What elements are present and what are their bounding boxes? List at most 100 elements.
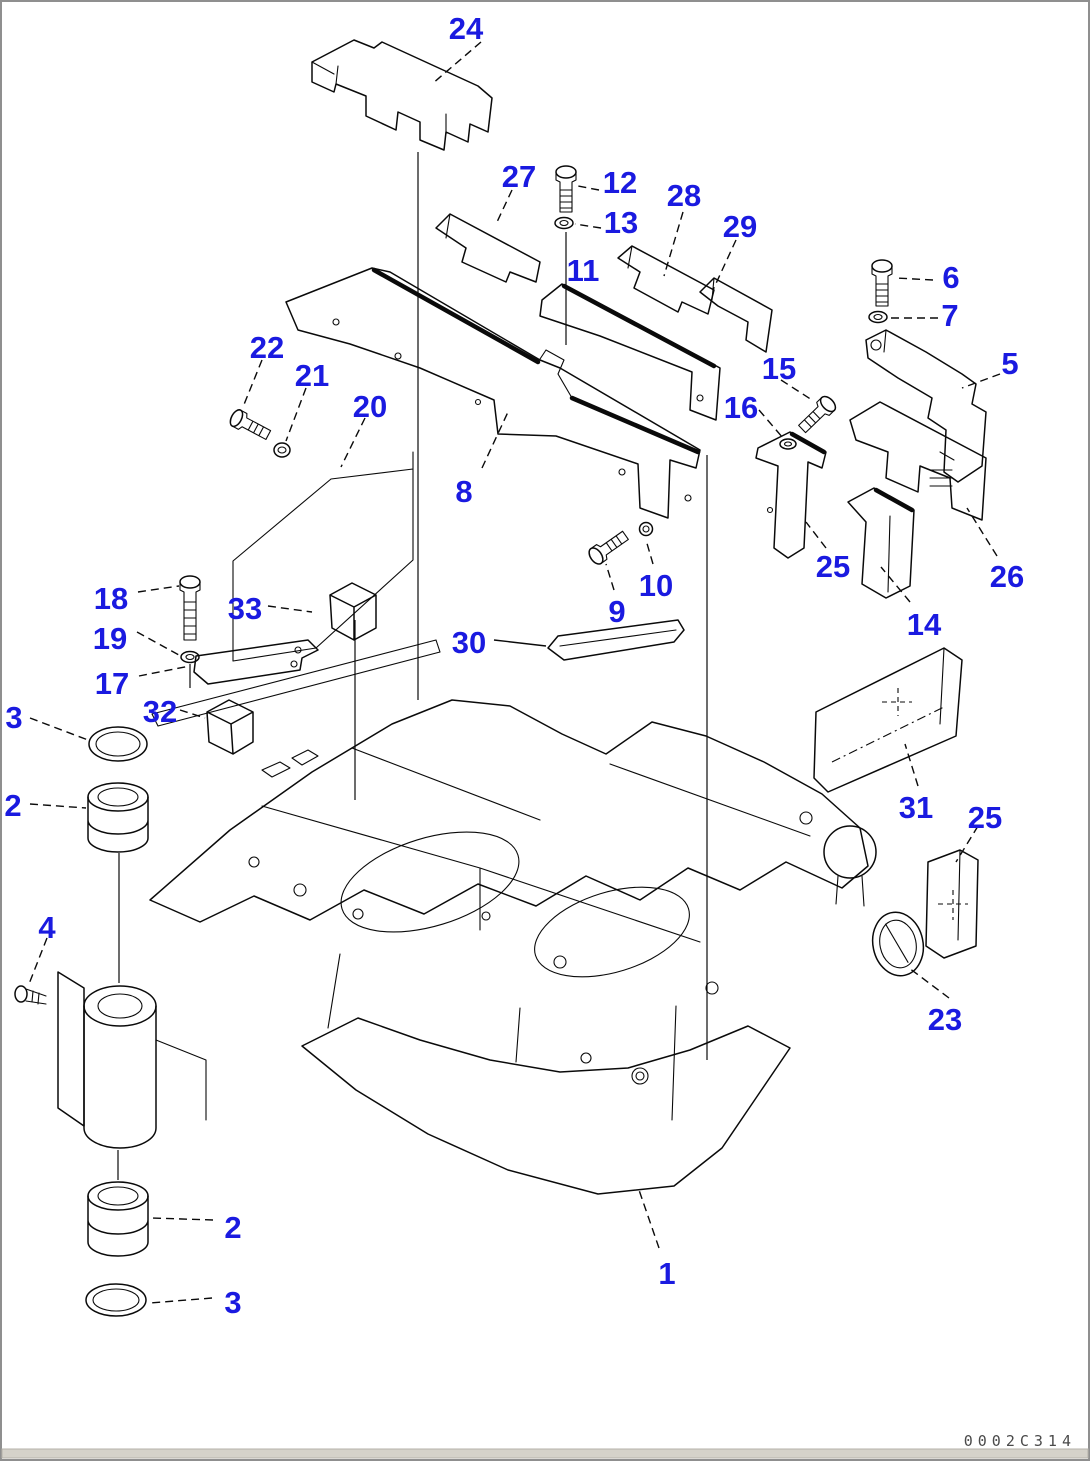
label-1: 1 — [658, 1256, 675, 1291]
label-12-leader — [577, 185, 600, 191]
label-15-leader — [780, 379, 813, 401]
label-10: 10 — [639, 568, 673, 603]
label-28: 28 — [667, 178, 701, 213]
part-11-plate — [539, 283, 721, 421]
label-13-leader — [574, 223, 602, 229]
label-32-leader — [179, 709, 206, 719]
label-33: 33 — [228, 591, 262, 626]
part-6-bolt — [871, 259, 893, 307]
part-26-plate — [849, 401, 987, 521]
part-12-bolt — [555, 165, 577, 213]
part-21-nut — [273, 442, 291, 458]
part-13-washer — [554, 216, 574, 230]
label-5: 5 — [1001, 346, 1018, 381]
label-25a-leader — [805, 521, 827, 549]
part-2-bushing-upper — [87, 782, 149, 853]
part-19-washer — [180, 650, 200, 664]
label-26: 26 — [990, 559, 1024, 594]
label-5-leader — [961, 373, 1001, 389]
part-30-bar — [547, 619, 685, 661]
label-4-leader — [28, 937, 48, 985]
label-14: 14 — [907, 607, 942, 642]
label-25b-leader — [955, 825, 979, 863]
label-6-leader — [895, 277, 934, 281]
label-6: 6 — [942, 260, 959, 295]
part-20-panel — [232, 451, 414, 662]
part-31-plate — [813, 647, 963, 793]
label-23-leader — [908, 967, 950, 999]
part-3-ring-lower — [85, 1283, 147, 1317]
label-27-leader — [496, 189, 513, 223]
label-10-leader — [645, 539, 654, 565]
label-8: 8 — [455, 474, 472, 509]
label-29-leader — [712, 239, 737, 291]
label-12: 12 — [603, 165, 637, 200]
label-17: 17 — [95, 666, 129, 701]
part-24-cover — [311, 39, 493, 151]
label-16: 16 — [724, 390, 758, 425]
label-25b: 25 — [968, 800, 1002, 835]
label-28-leader — [663, 211, 684, 277]
label-30: 30 — [452, 625, 486, 660]
label-13: 13 — [604, 205, 638, 240]
label-19: 19 — [93, 621, 127, 656]
part-22-bolt — [229, 409, 272, 440]
label-26-leader — [966, 507, 998, 557]
label-27: 27 — [502, 159, 536, 194]
part-25a-plate — [755, 431, 827, 559]
part-23-grommet — [871, 911, 925, 977]
label-31: 31 — [899, 790, 933, 825]
leader-lines — [28, 41, 1001, 1304]
label-14-leader — [880, 566, 911, 603]
part-2-bushing-lower — [87, 1181, 149, 1257]
part-16-washer — [779, 438, 797, 450]
label-29: 29 — [723, 209, 757, 244]
label-2b: 2 — [224, 1210, 241, 1245]
label-19-leader — [136, 631, 180, 656]
part-14-plate — [847, 487, 915, 599]
label-3a: 3 — [5, 700, 22, 735]
label-22: 22 — [250, 330, 284, 365]
label-21-leader — [285, 387, 307, 442]
label-21: 21 — [295, 358, 329, 393]
label-24: 24 — [449, 11, 484, 46]
label-9: 9 — [608, 594, 625, 629]
main-frame — [149, 639, 877, 1195]
part-3-ring-upper — [88, 726, 148, 762]
label-16-leader — [758, 409, 784, 439]
part-4-bolt — [14, 985, 47, 1005]
label-11: 11 — [567, 253, 600, 288]
part-33-block — [329, 582, 377, 641]
label-15: 15 — [762, 351, 796, 386]
part-18-bolt — [179, 575, 201, 641]
label-3b-leader — [149, 1297, 213, 1304]
label-3b: 3 — [224, 1285, 241, 1320]
label-2b-leader — [151, 1217, 214, 1221]
label-20-leader — [340, 417, 366, 468]
label-8-leader — [481, 411, 509, 469]
part-10-washer — [638, 521, 654, 537]
window-bottom-strip — [1, 1448, 1089, 1459]
label-17-leader — [138, 665, 191, 677]
label-2a: 2 — [4, 788, 21, 823]
label-1-leader — [638, 1189, 660, 1249]
boom-cylinder-boss — [57, 971, 207, 1149]
part-32-block — [206, 699, 254, 755]
label-18-leader — [137, 585, 180, 593]
reference-lines — [117, 152, 708, 1180]
label-9-leader — [605, 563, 615, 591]
part-17-bracket — [193, 639, 319, 685]
part-28-plate — [617, 245, 715, 315]
part-7-washer — [868, 310, 888, 324]
label-18: 18 — [94, 581, 128, 616]
label-25a: 25 — [816, 549, 850, 584]
part-5-bracket — [865, 329, 987, 483]
label-22-leader — [242, 359, 263, 408]
label-7: 7 — [941, 298, 958, 333]
label-30-leader — [493, 639, 547, 647]
part-25b-plate — [925, 849, 979, 959]
